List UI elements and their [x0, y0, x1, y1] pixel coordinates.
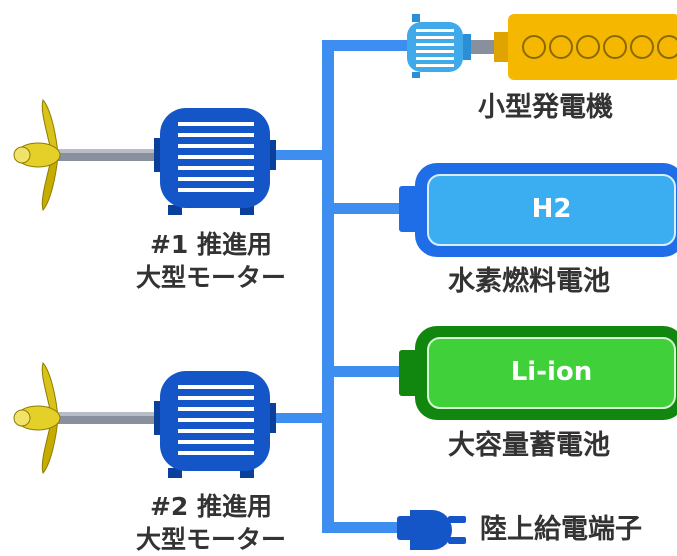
battery-text: Li-ion: [510, 357, 593, 387]
shore-power-label: 陸上給電端子: [480, 514, 642, 545]
bus-h2-stub: [322, 203, 402, 214]
bus-motor2-link: [276, 413, 328, 423]
generator-label: 小型発電機: [478, 92, 613, 123]
motor-icon: [154, 108, 276, 215]
motor-icon: [154, 371, 276, 478]
bus-top-stub: [322, 40, 407, 51]
motor1-label: #1 推進用 大型モーター: [101, 228, 321, 294]
fuel-cell-text: H2: [531, 194, 572, 224]
small-generator: [407, 14, 677, 80]
bus-battery-stub: [322, 366, 402, 377]
motor1-label-line1: #1 推進用: [149, 230, 273, 259]
propulsion-unit-1: [13, 98, 276, 215]
battery-label: 大容量蓄電池: [448, 430, 610, 461]
generator-motor-icon: [407, 14, 495, 78]
bus-plug-stub: [322, 522, 402, 533]
fuel-cell-label: 水素燃料電池: [448, 266, 610, 297]
motor2-label-line2: 大型モーター: [135, 525, 286, 554]
motor1-label-line2: 大型モーター: [135, 263, 286, 292]
propulsion-unit-2: [13, 361, 276, 478]
bus-motor1-link: [276, 150, 328, 160]
motor2-label-line1: #2 推進用: [149, 492, 273, 521]
propeller-icon: [13, 98, 61, 212]
generator-engine-icon: [494, 14, 677, 80]
power-bus: [276, 40, 407, 533]
battery-icon: [399, 326, 677, 420]
bus-vertical: [322, 40, 334, 533]
plug-icon: [397, 510, 466, 550]
fuel-cell-icon: [399, 163, 677, 257]
motor2-label: #2 推進用 大型モーター: [101, 490, 321, 556]
propeller-icon: [13, 361, 61, 475]
